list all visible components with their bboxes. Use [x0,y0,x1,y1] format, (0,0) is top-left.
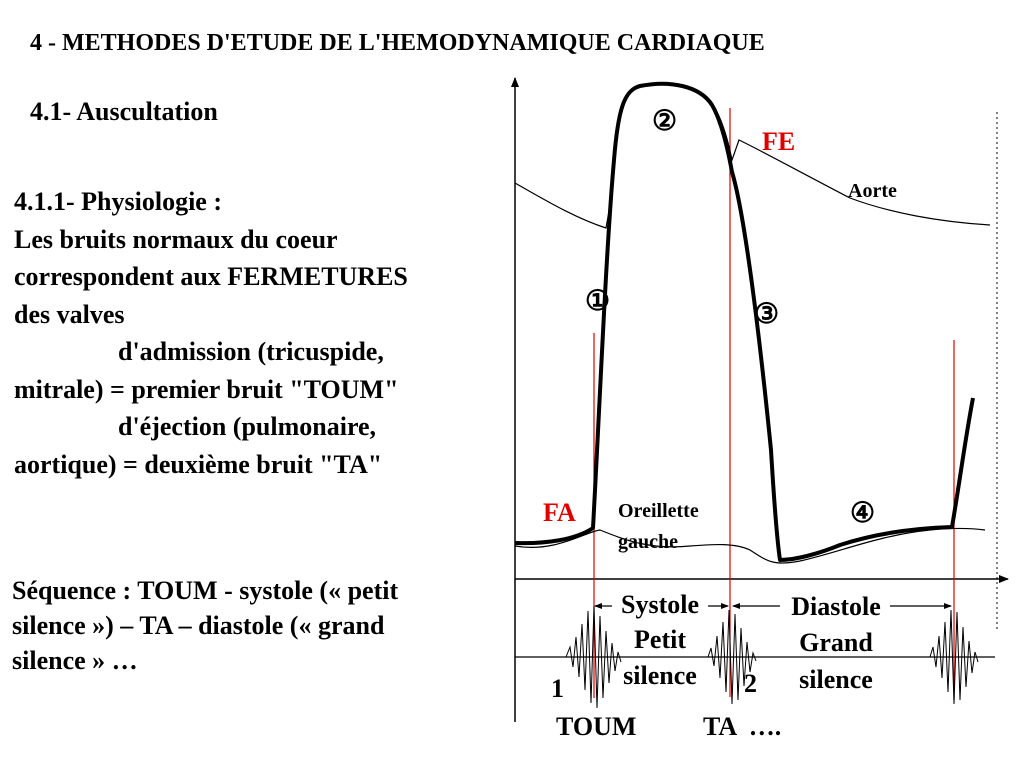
fa-label: FA [543,498,576,527]
aorta-label: Aorte [848,180,897,202]
body-line: correspondent aux FERMETURES [14,262,408,291]
fe-label: FE [762,127,795,156]
sequence-line: Séquence : TOUM - systole (« petit [12,576,399,605]
silence-label-2: silence [799,665,873,694]
physiology-text: 4.1.1- Physiologie : Les bruits normaux … [14,183,408,483]
heart-sound-wave-2 [707,609,757,705]
body-line: des valves [14,299,125,329]
aorta-curve [514,82,991,229]
grand-label: Grand [799,628,873,657]
ventricle-curve [514,81,975,562]
phase-4-label: ④ [850,498,875,529]
sequence-text: Séquence : TOUM - systole (« petit silen… [12,573,398,678]
body-line: aortique) = deuxième bruit "TA" [14,449,383,479]
phase-1-label: ① [585,286,610,317]
petit-label: Petit [634,625,686,654]
silence-label-1: silence [623,661,697,690]
sequence-line: silence » … [12,646,138,675]
left-atrium-label-line2: gauche [618,531,678,553]
diastole-label: Diastole [791,592,881,621]
physiology-heading: 4.1.1- Physiologie : [14,187,222,216]
sound-2-number: 2 [744,669,757,698]
heart-sound-wave-1 [565,605,622,709]
body-line: d'admission (tricuspide, [118,337,384,366]
phase-2-label: ② [652,106,677,137]
phase-3-label: ③ [754,299,779,330]
section-heading: 4.1- Auscultation [30,97,218,126]
heart-sound-wave-3 [929,609,979,705]
systole-label: Systole [621,590,699,619]
left-atrium-label-line1: Oreillette [618,500,699,522]
sound-1-number: 1 [551,674,564,703]
sequence-line: silence ») – TA – diastole (« grand [12,611,385,640]
ta-label: TA …. [703,712,781,741]
slide-title: 4 - METHODES D'ETUDE DE L'HEMODYNAMIQUE … [30,30,765,56]
body-line: d'éjection (pulmonaire, [118,412,377,441]
body-line: Les bruits normaux du coeur [14,224,338,254]
left-atrium-curve [514,527,986,564]
toum-label: TOUM [556,712,636,741]
body-line: mitrale) = premier bruit "TOUM" [14,374,399,404]
